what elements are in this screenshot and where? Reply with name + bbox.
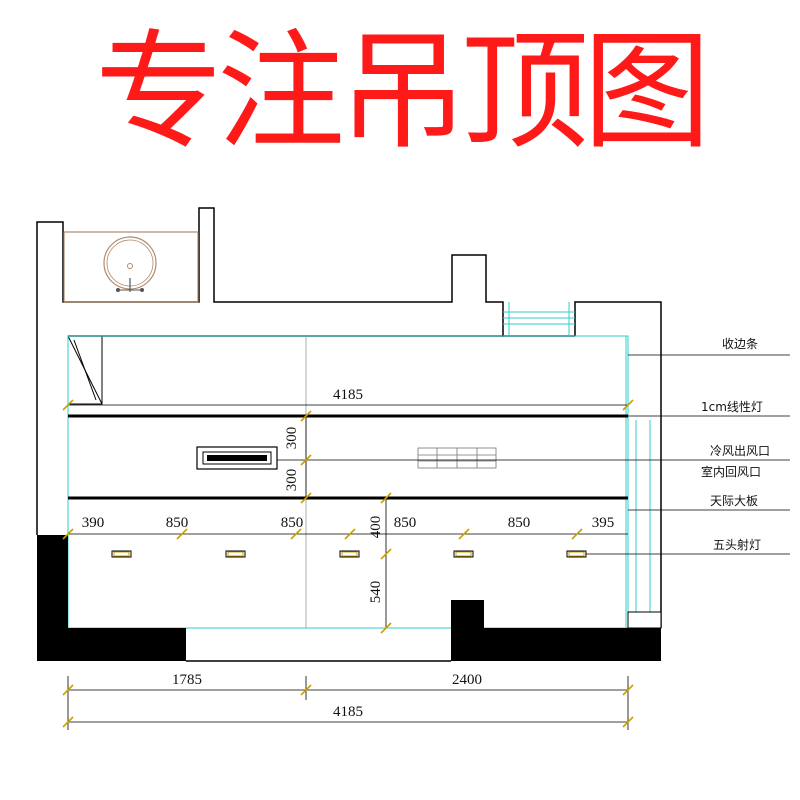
spotlight: [339, 550, 360, 558]
label-linear-light: 1cm线性灯: [701, 400, 763, 414]
air-return-grille: [417, 447, 497, 469]
label-trim-strip: 收边条: [722, 337, 758, 351]
label-edge-panel: 天际大板: [710, 494, 758, 508]
spotlight: [225, 550, 246, 558]
spotlight: [111, 550, 132, 558]
wall-outline: [36, 207, 662, 628]
leader-lines: [277, 354, 790, 555]
headline: 专注吊顶图: [94, 18, 711, 167]
label-cold-air-outlet: 冷风出风口: [710, 444, 770, 458]
window-opening: [503, 302, 575, 336]
spotlight: [453, 550, 474, 558]
dim-spot-left: 390: [82, 515, 105, 531]
dim-spot-gap-3: 850: [394, 515, 417, 531]
label-indoor-air-return: 室内回风口: [701, 464, 761, 479]
dim-spot-gap-2: 850: [281, 515, 304, 531]
cabinet: [67, 335, 103, 405]
spotlights: [111, 550, 587, 558]
dim-spot-offset-540: 540: [368, 581, 384, 604]
dim-top-width: 4185: [333, 387, 363, 403]
dim-spot-right: 395: [592, 515, 615, 531]
dim-spot-offset-400: 400: [368, 516, 384, 539]
dim-bottom-left: 1785: [172, 672, 202, 688]
dim-spot-gap-1: 850: [166, 515, 189, 531]
wall-solid: [37, 535, 661, 661]
dim-lower-300: 300: [284, 469, 300, 492]
wash-basin: [63, 231, 199, 303]
ceiling-area: [67, 335, 661, 629]
dimension-lines: [67, 404, 629, 730]
label-spotlight: 五头射灯: [713, 537, 761, 552]
dim-upper-300: 300: [284, 427, 300, 450]
cold-air-outlet: [196, 446, 278, 470]
dim-bottom-total: 4185: [333, 704, 363, 720]
dim-spot-gap-4: 850: [508, 515, 531, 531]
dim-bottom-right: 2400: [452, 672, 482, 688]
dimension-ticks: [62, 399, 634, 728]
